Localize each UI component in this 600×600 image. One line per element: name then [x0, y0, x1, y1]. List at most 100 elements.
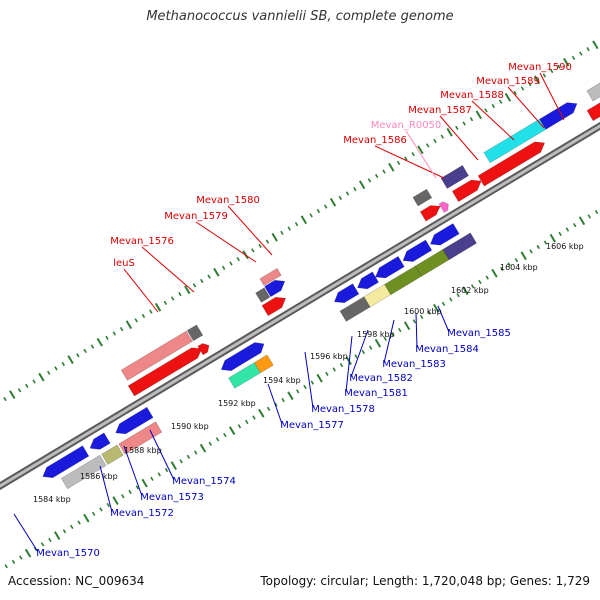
gene-Mevan_1574 — [115, 406, 154, 435]
outer-tick — [504, 92, 512, 102]
inner-tick — [507, 262, 511, 267]
inner-tick — [4, 564, 8, 568]
inner-tick — [332, 367, 336, 372]
inner-tick — [157, 472, 161, 477]
gene-Mevan_1583 — [375, 255, 405, 279]
inner-tick — [128, 489, 132, 495]
inner-tick — [572, 223, 577, 228]
outer-tick — [440, 134, 445, 139]
outer-tick — [475, 110, 482, 120]
scale-label: 1596 kbp — [310, 352, 348, 361]
gene-pink-rev2 — [118, 421, 163, 455]
outer-tick — [542, 73, 547, 78]
scale-label: 1604 kbp — [500, 263, 538, 272]
inner-tick — [520, 251, 527, 261]
inner-tick — [316, 373, 323, 383]
inner-tick — [485, 275, 489, 280]
inner-tick — [223, 432, 227, 438]
outer-tick — [374, 173, 379, 179]
inner-tick — [106, 502, 110, 508]
label-Mevan_R0050: Mevan_R0050 — [371, 120, 442, 131]
label-Mevan_1576-leader — [141, 246, 195, 293]
scale-label: 1584 kbp — [33, 495, 71, 504]
outer-tick — [141, 313, 146, 319]
inner-tick — [412, 319, 417, 324]
outer-tick — [411, 152, 415, 157]
outer-tick — [287, 226, 291, 231]
backbone-highlight — [0, 124, 600, 488]
inner-tick — [179, 459, 183, 464]
outer-tick — [119, 326, 124, 332]
gene-Mevan_1573 — [89, 432, 111, 450]
outer-tick — [112, 331, 117, 336]
outer-tick — [184, 285, 191, 295]
outer-tick — [96, 337, 103, 347]
inner-tick — [383, 336, 387, 341]
label-Mevan_1570-leader — [13, 513, 39, 553]
outer-tick — [154, 302, 162, 312]
gene-Mevan_1590 — [539, 102, 578, 130]
outer-tick — [236, 256, 240, 262]
inner-tick — [427, 310, 431, 315]
inner-tick — [99, 507, 103, 512]
label-Mevan_1578-leader — [304, 351, 314, 409]
accession-text: Accession: NC_009634 — [8, 574, 145, 588]
outer-tick — [345, 191, 350, 196]
outer-tick — [309, 213, 313, 218]
label-Mevan_1570: Mevan_1570 — [36, 548, 100, 559]
inner-tick — [303, 384, 307, 390]
gene-Mevan_1584 — [402, 239, 433, 262]
outer-tick — [446, 127, 453, 137]
inner-tick — [287, 391, 294, 401]
scale-label: 1592 kbp — [218, 399, 256, 408]
label-Mevan_1573-leader — [123, 445, 143, 497]
label-Mevan_1587: Mevan_1587 — [408, 105, 472, 116]
outer-tick — [520, 86, 525, 91]
outer-tick — [251, 248, 255, 253]
outer-tick — [213, 267, 220, 277]
label-Mevan_1581-leader — [345, 335, 353, 393]
label-Mevan_1580-leader — [227, 205, 273, 256]
inner-tick — [0, 567, 1, 575]
inner-tick — [150, 476, 154, 481]
gene-red-end — [586, 102, 600, 122]
map-title: Methanococcus vannielii SB, complete gen… — [146, 9, 454, 24]
inner-tick — [281, 397, 285, 403]
label-Mevan_1576: Mevan_1576 — [110, 236, 174, 247]
inner-tick — [228, 426, 236, 436]
outer-tick — [329, 197, 337, 207]
outer-tick — [221, 265, 226, 270]
genome-stats-text: Topology: circular; Length: 1,720,048 bp… — [260, 574, 590, 588]
outer-tick — [426, 143, 430, 148]
inner-tick — [199, 443, 207, 453]
gene-Mevan_1588 — [477, 141, 546, 187]
inner-tick — [368, 345, 373, 350]
label-Mevan_1577-leader — [267, 383, 283, 425]
gene-Mevan_1577 — [220, 346, 254, 372]
outer-tick — [571, 55, 576, 61]
outer-tick — [38, 372, 45, 382]
scale-label: 1588 kbp — [124, 446, 162, 455]
inner-tick — [478, 279, 482, 285]
outer-tick — [579, 51, 583, 56]
inner-tick — [529, 249, 533, 254]
outer-tick — [396, 160, 401, 166]
outer-tick — [417, 145, 424, 155]
outer-tick — [382, 169, 386, 174]
outer-tick — [265, 239, 270, 244]
inner-tick — [54, 531, 61, 541]
label-Mevan_1589-leader — [507, 86, 545, 129]
label-Mevan_1586: Mevan_1586 — [343, 135, 407, 146]
outer-tick — [557, 64, 561, 69]
inner-tick — [325, 371, 329, 376]
outer-tick — [316, 208, 321, 214]
inner-tick — [40, 542, 45, 547]
inner-tick — [587, 214, 592, 219]
inner-tick — [112, 496, 119, 506]
outer-tick — [163, 300, 168, 305]
outer-tick — [271, 232, 278, 242]
label-Mevan_1579-leader — [195, 221, 257, 263]
gene-darkgrey — [186, 324, 204, 342]
label-Mevan_1572: Mevan_1572 — [110, 508, 174, 519]
